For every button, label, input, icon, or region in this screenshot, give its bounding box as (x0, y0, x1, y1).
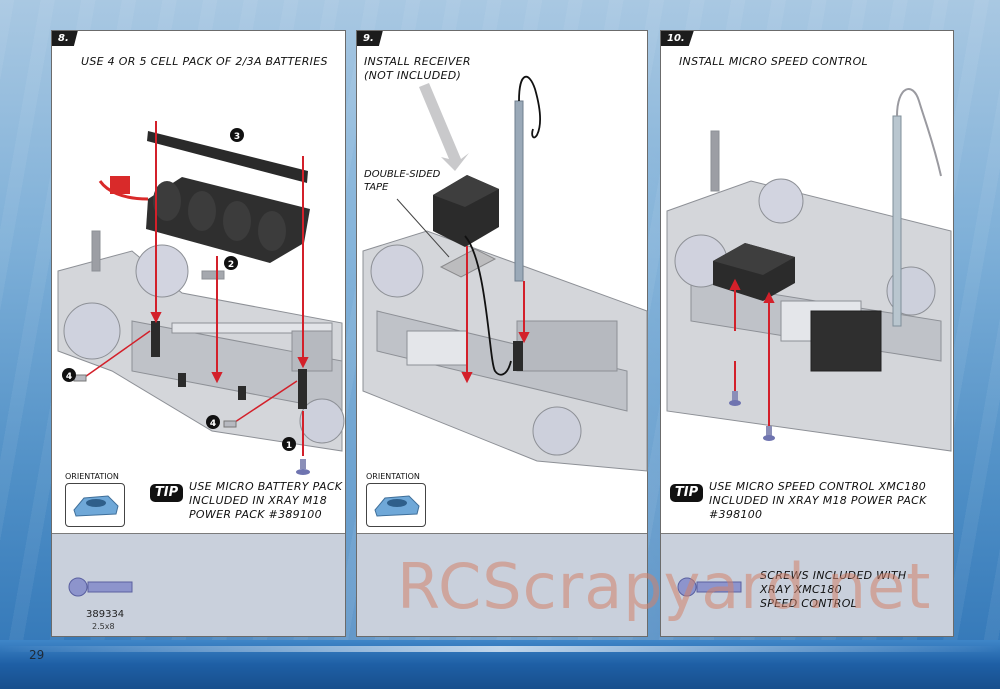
car-icon (73, 495, 119, 517)
orientation-label: ORIENTATION (65, 472, 119, 481)
assembly-arrows (461, 246, 530, 384)
screws-note: SCREWS INCLUDED WITH XRAY XMC180 SPEED C… (760, 569, 907, 610)
placement-arrow (419, 83, 469, 171)
small-post (238, 386, 246, 400)
antenna-tube (514, 100, 524, 282)
antenna-wire-lower (464, 235, 512, 376)
screw-part-icon (68, 577, 133, 597)
step-10-title: INSTALL MICRO SPEED CONTROL (679, 55, 868, 68)
battery-strap (147, 131, 308, 183)
bottom-screw-icon (296, 459, 310, 475)
step-8-title: USE 4 OR 5 CELL PACK OF 2/3A BATTERIES (81, 55, 328, 68)
screw-part-icon (677, 577, 742, 597)
screw-lines (81, 330, 298, 425)
assembly-arrows (729, 278, 775, 426)
step-9-panel: 9. INSTALL RECEIVER (NOT INCLUDED) DOUBL… (356, 30, 648, 637)
antenna-wire (518, 76, 541, 139)
chassis-drawing (362, 230, 648, 472)
chassis-drawing (666, 130, 952, 452)
orientation-car-thumbnail (65, 483, 125, 527)
callout-4b: 4 (210, 419, 216, 429)
parts-area (357, 533, 647, 636)
callout-1: 1 (286, 441, 292, 451)
callout-4a: 4 (66, 372, 72, 382)
callout-2: 2 (228, 260, 234, 270)
car-icon (374, 495, 420, 517)
bottom-band (0, 640, 1000, 689)
tape-pointer (396, 198, 450, 258)
watermark: RCScrapyard.net (397, 550, 932, 623)
step-8-panel: 8. USE 4 OR 5 CELL PACK OF 2/3A BATTERIE… (51, 30, 346, 637)
chassis-drawing (57, 230, 345, 452)
step-9-number: 9. (357, 31, 383, 46)
battery-pack (98, 176, 310, 263)
small-post (178, 373, 186, 387)
step-9-title: INSTALL RECEIVER (NOT INCLUDED) (364, 55, 471, 82)
part-number: 389334 (86, 609, 125, 620)
orientation-car-thumbnail (366, 483, 426, 527)
parts-area: SCREWS INCLUDED WITH XRAY XMC180 SPEED C… (661, 533, 953, 636)
page-number: 29 (29, 648, 45, 662)
tip-badge: TIP (150, 484, 183, 502)
step-8-illustration: 3 2 4 4 1 (57, 121, 345, 475)
battery-post-left (151, 321, 160, 357)
step-9-illustration (362, 76, 648, 472)
callout-3: 3 (234, 132, 240, 142)
step-8-number: 8. (52, 31, 78, 46)
battery-post-right (298, 369, 307, 409)
antenna-mount (513, 341, 523, 371)
tip-text: USE MICRO SPEED CONTROL XMC180 INCLUDED … (709, 480, 927, 521)
screw-icon (729, 391, 775, 441)
tip-badge: TIP (670, 484, 703, 502)
tape-label: DOUBLE-SIDED TAPE (364, 169, 441, 193)
step-10-panel: 10. INSTALL MICRO SPEED CONTROL (660, 30, 954, 637)
callout-number: 3 2 4 4 1 (62, 128, 296, 451)
tip-text: USE MICRO BATTERY PACK INCLUDED IN XRAY … (189, 480, 343, 521)
receiver-box (433, 175, 499, 247)
assembly-arrows (150, 121, 309, 456)
part-size: 2.5x8 (92, 622, 115, 631)
antenna-tube (892, 115, 902, 327)
antenna-wire (896, 88, 942, 177)
step-10-illustration (666, 88, 952, 452)
orientation-label: ORIENTATION (366, 472, 420, 481)
parts-area: 389334 2.5x8 (52, 533, 345, 636)
step-10-number: 10. (661, 31, 694, 46)
